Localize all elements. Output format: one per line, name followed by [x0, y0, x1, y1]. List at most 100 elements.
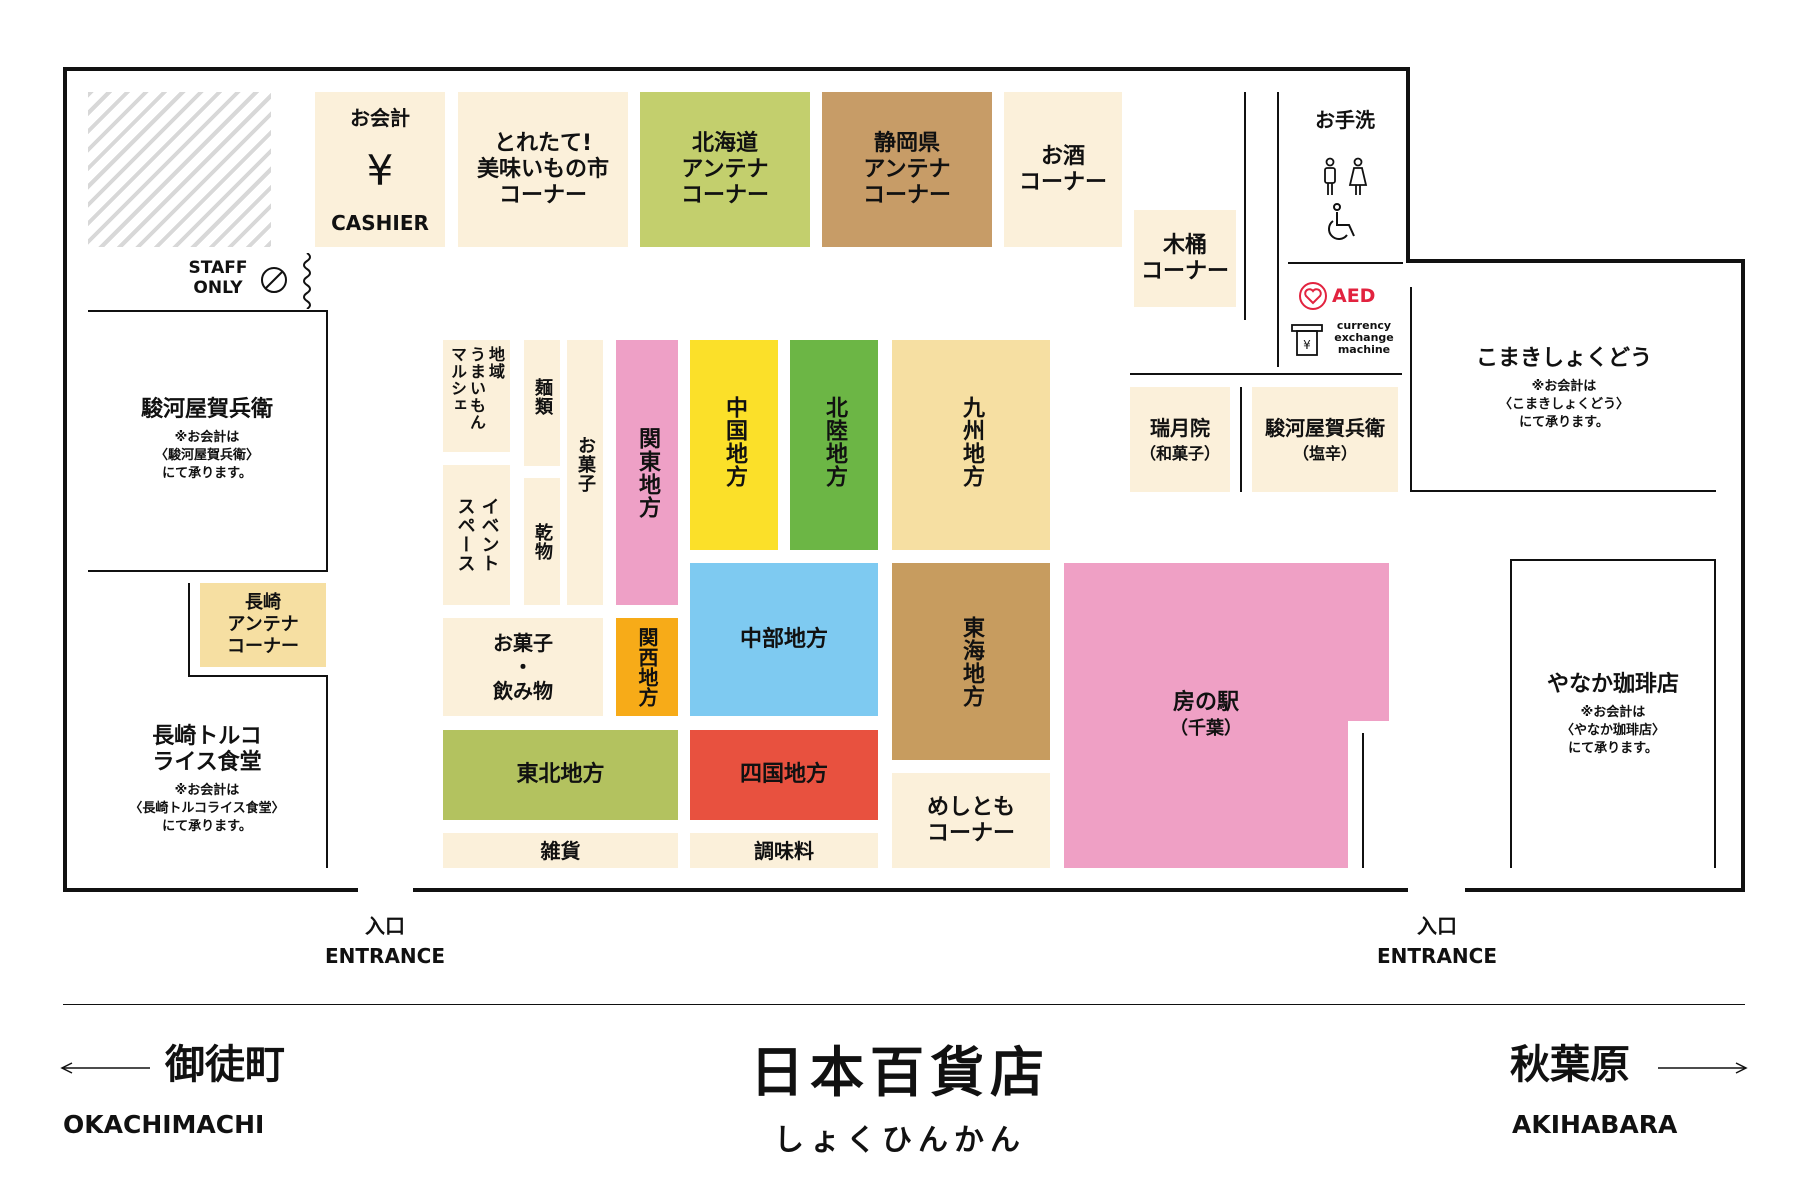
partition-nagasaki-left	[188, 583, 190, 677]
fusa-no-eki-sub: （千葉）	[1170, 718, 1242, 739]
wall-top-right	[1406, 259, 1745, 263]
okashi-vertical-shelf[interactable]: お菓子	[567, 340, 603, 605]
menrui-shelf[interactable]: 麺類	[524, 340, 560, 466]
partition-turco-right	[326, 675, 328, 868]
okashi-vertical-label: お菓子	[575, 436, 596, 493]
aed-label: AED	[1332, 285, 1376, 307]
entrance-left[interactable]: 入口 ENTRANCE	[310, 914, 460, 968]
cashier[interactable]: お会計 ¥ CASHIER	[315, 92, 445, 247]
entrance-right-en: ENTRANCE	[1377, 944, 1497, 968]
zuigetsuin-shop[interactable]: 瑞月院 （和菓子）	[1130, 387, 1230, 492]
kyushu-label: 九州地方	[959, 396, 984, 488]
komaki-name: こまきしょくどう	[1475, 346, 1652, 371]
tokai-region[interactable]: 東海地方	[892, 563, 1050, 760]
partition-suruga-bottom	[88, 570, 328, 572]
wall-bottom-2	[413, 888, 1408, 892]
cashier-label-en: CASHIER	[331, 211, 429, 235]
hokuriku-label: 北陸地方	[822, 396, 847, 488]
tohoku-region[interactable]: 東北地方	[443, 730, 678, 820]
kanbutsu-label: 乾物	[532, 522, 553, 561]
toretate-corner[interactable]: とれたて! 美味いもの市 コーナー	[458, 92, 628, 247]
partition-yanaka-top	[1510, 559, 1716, 561]
event-space-shelf[interactable]: イベント スペース	[443, 465, 510, 605]
arrow-left-icon	[60, 1060, 150, 1074]
zuigetsuin-name: 瑞月院	[1150, 416, 1210, 440]
svg-text:¥: ¥	[1303, 338, 1311, 352]
chiiki-marche-shelf[interactable]: 地域 うまいもん マルシェ	[443, 340, 510, 452]
nagasaki-antenna-corner[interactable]: 長崎 アンテナ コーナー	[200, 583, 326, 667]
yen-icon: ¥	[366, 145, 394, 195]
kyushu-region[interactable]: 九州地方	[892, 340, 1050, 550]
partition-komaki-bottom	[1410, 490, 1716, 492]
tokai-label: 東海地方	[959, 615, 984, 708]
kanbutsu-shelf[interactable]: 乾物	[524, 478, 560, 605]
event-label-1: イベント	[478, 497, 500, 573]
chugoku-label: 中国地方	[722, 396, 747, 488]
zakka-shelf[interactable]: 雑貨	[443, 833, 678, 868]
partition-restroom-right	[1277, 92, 1279, 367]
partition-komaki-left	[1410, 287, 1412, 492]
zuigetsuin-sub: （和菓子）	[1139, 444, 1220, 463]
osake-corner[interactable]: お酒 コーナー	[1004, 92, 1122, 247]
choumiryo-shelf[interactable]: 調味料	[690, 833, 878, 868]
yanaka-name: やなか珈琲店	[1546, 672, 1679, 697]
direction-right-jp: 秋葉原	[1510, 1042, 1630, 1088]
wall-right	[1741, 259, 1745, 892]
chiiki-label-1: 地域	[486, 346, 505, 380]
partition-fusa-right	[1362, 733, 1364, 868]
cashier-label: お会計	[350, 106, 410, 130]
wall-notch-vertical	[1406, 67, 1410, 263]
suruga-right-name: 駿河屋賀兵衛	[1265, 416, 1385, 440]
entrance-left-en: ENTRANCE	[325, 944, 445, 968]
store-logo-sub: しょくひんかん	[774, 1123, 1026, 1158]
nagasaki-turco-shop[interactable]: 長崎トルコ ライス食堂 ※お会計は 〈長崎トルコライス食堂〉 にて承ります。	[90, 690, 324, 870]
restroom-icon[interactable]	[1314, 157, 1376, 197]
chugoku-region[interactable]: 中国地方	[690, 340, 778, 550]
partition-zuigetsu-divider	[1240, 387, 1242, 492]
hokuriku-region[interactable]: 北陸地方	[790, 340, 878, 550]
suruga-right-sub: （塩辛）	[1292, 444, 1357, 463]
arrow-right-icon	[1658, 1060, 1748, 1074]
fusa-no-eki-name: 房の駅	[1172, 690, 1239, 715]
fusa-no-eki-area[interactable]	[1064, 563, 1389, 868]
komaki-shokudo-shop[interactable]: こまきしょくどう ※お会計は 〈こまきしょくどう〉 にて承ります。	[1414, 330, 1714, 448]
entrance-right[interactable]: 入口 ENTRANCE	[1362, 914, 1512, 968]
wall-bottom-3	[1465, 888, 1745, 892]
curtain-icon	[300, 252, 314, 310]
kioke-corner[interactable]: 木桶 コーナー	[1134, 210, 1236, 307]
meshitomo-corner[interactable]: めしとも コーナー	[892, 773, 1050, 868]
direction-right-en: AKIHABARA	[1512, 1110, 1678, 1139]
entrance-left-jp: 入口	[365, 914, 405, 938]
kanto-region[interactable]: 関東地方	[616, 340, 678, 605]
kansai-region[interactable]: 関西地方	[616, 618, 678, 716]
partition-yanaka-left	[1510, 559, 1512, 868]
partition-suruga-top	[88, 310, 328, 312]
suruga-left-shop[interactable]: 駿河屋賀兵衛 ※お会計は 〈駿河屋賀兵衛〉 にて承ります。	[90, 312, 324, 568]
okashi-nomimono-area[interactable]: お菓子 ・ 飲み物	[443, 618, 603, 716]
yanaka-note: ※お会計は 〈やなか珈琲店〉 にて承ります。	[1560, 705, 1665, 756]
store-logo: 日本百貨店	[750, 1040, 1050, 1104]
wall-left	[63, 67, 67, 892]
chubu-region[interactable]: 中部地方	[690, 563, 878, 716]
hokkaido-antenna-corner[interactable]: 北海道 アンテナ コーナー	[640, 92, 810, 247]
chiiki-label-2: うまいもん	[467, 346, 486, 431]
komaki-note: ※お会計は 〈こまきしょくどう〉 にて承ります。	[1498, 379, 1629, 430]
direction-left-en: OKACHIMACHI	[63, 1110, 265, 1139]
partition-yanaka-right	[1714, 559, 1716, 868]
entrance-right-jp: 入口	[1417, 914, 1457, 938]
aed-heart-icon	[1298, 281, 1328, 311]
hatched-staff-area	[88, 92, 271, 247]
yanaka-coffee-shop[interactable]: やなか珈琲店 ※お会計は 〈やなか珈琲店〉 にて承ります。	[1514, 655, 1712, 775]
partition-east-counter	[1130, 373, 1402, 375]
shikoku-region[interactable]: 四国地方	[690, 730, 878, 820]
wheelchair-icon	[1325, 203, 1361, 243]
no-entry-icon	[259, 265, 289, 295]
kansai-label: 関西地方	[635, 627, 659, 707]
currency-exchange-icon: ¥	[1290, 322, 1324, 358]
wall-bottom-1	[63, 888, 358, 892]
direction-left-jp: 御徒町	[165, 1042, 285, 1088]
staff-only-label: STAFF ONLY	[188, 258, 248, 298]
partition-nagasaki-bottom	[188, 675, 326, 677]
shizuoka-antenna-corner[interactable]: 静岡県 アンテナ コーナー	[822, 92, 992, 247]
suruga-right-shop[interactable]: 駿河屋賀兵衛 （塩辛）	[1252, 387, 1398, 492]
